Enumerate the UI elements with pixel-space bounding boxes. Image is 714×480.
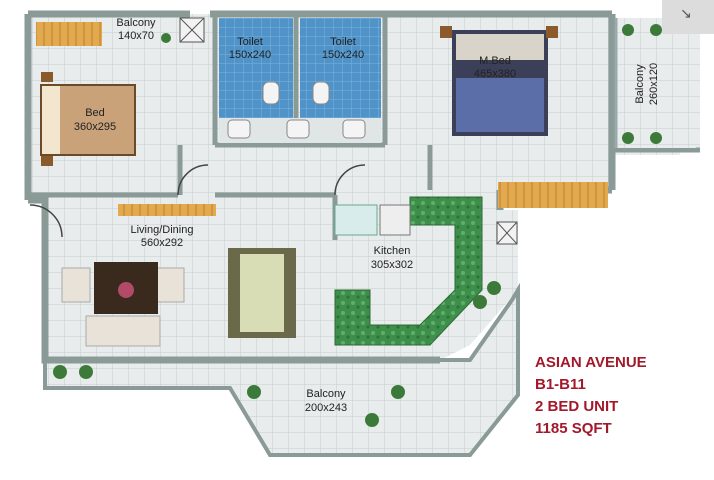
balcony-top-size: 140x70: [118, 30, 154, 42]
balcony-top-railing: [36, 22, 102, 46]
master-bed-label: M.Bed: [479, 55, 511, 67]
toilet-left-label: Toilet: [237, 36, 263, 48]
kitchen-stove: [379, 204, 411, 236]
project-name: ASIAN AVENUE: [535, 354, 647, 371]
expand-button[interactable]: ↘: [662, 0, 714, 34]
balcony-right-area: [616, 18, 696, 148]
sofa-set: [61, 262, 185, 347]
expand-arrows-icon: ↘: [680, 6, 692, 22]
dining-table: [228, 248, 296, 338]
toilet-right-size: 150x240: [322, 49, 364, 61]
balcony-right-label: Balcony: [634, 64, 646, 104]
bed-furniture: [40, 72, 136, 166]
balcony-bottom-area: [43, 282, 520, 457]
balcony-bottom-size: 200x243: [305, 402, 347, 414]
kitchen-size: 305x302: [371, 259, 413, 271]
living-console: [118, 204, 216, 216]
master-bed-size: 465x380: [474, 68, 516, 80]
unit-area: 1185 SQFT: [535, 420, 612, 437]
master-bed-railing: [498, 182, 608, 208]
living-dining-size: 560x292: [141, 237, 183, 249]
kitchen-counter: [334, 196, 483, 346]
living-dining-label: Living/Dining: [131, 224, 194, 236]
balcony-right-size: 260x120: [648, 63, 660, 105]
plants: [53, 24, 662, 427]
toilet-right-tiles: [300, 18, 381, 118]
toilet-left-tiles: [219, 18, 293, 118]
bed-label: Bed: [85, 107, 105, 119]
door-swings: [29, 164, 366, 238]
balcony-top-label: Balcony: [116, 17, 156, 29]
toilet-right-label: Toilet: [330, 36, 356, 48]
block-range: B1-B11: [535, 376, 586, 393]
toilet-left-size: 150x240: [229, 49, 271, 61]
toilet-fixtures: [227, 81, 366, 139]
kitchen-label: Kitchen: [374, 245, 411, 257]
bed-size: 360x295: [74, 121, 116, 133]
master-bed-furniture: [440, 26, 558, 136]
unit-type: 2 BED UNIT: [535, 398, 618, 415]
kitchen-sink: [334, 204, 378, 236]
balcony-bottom-label: Balcony: [306, 388, 346, 400]
